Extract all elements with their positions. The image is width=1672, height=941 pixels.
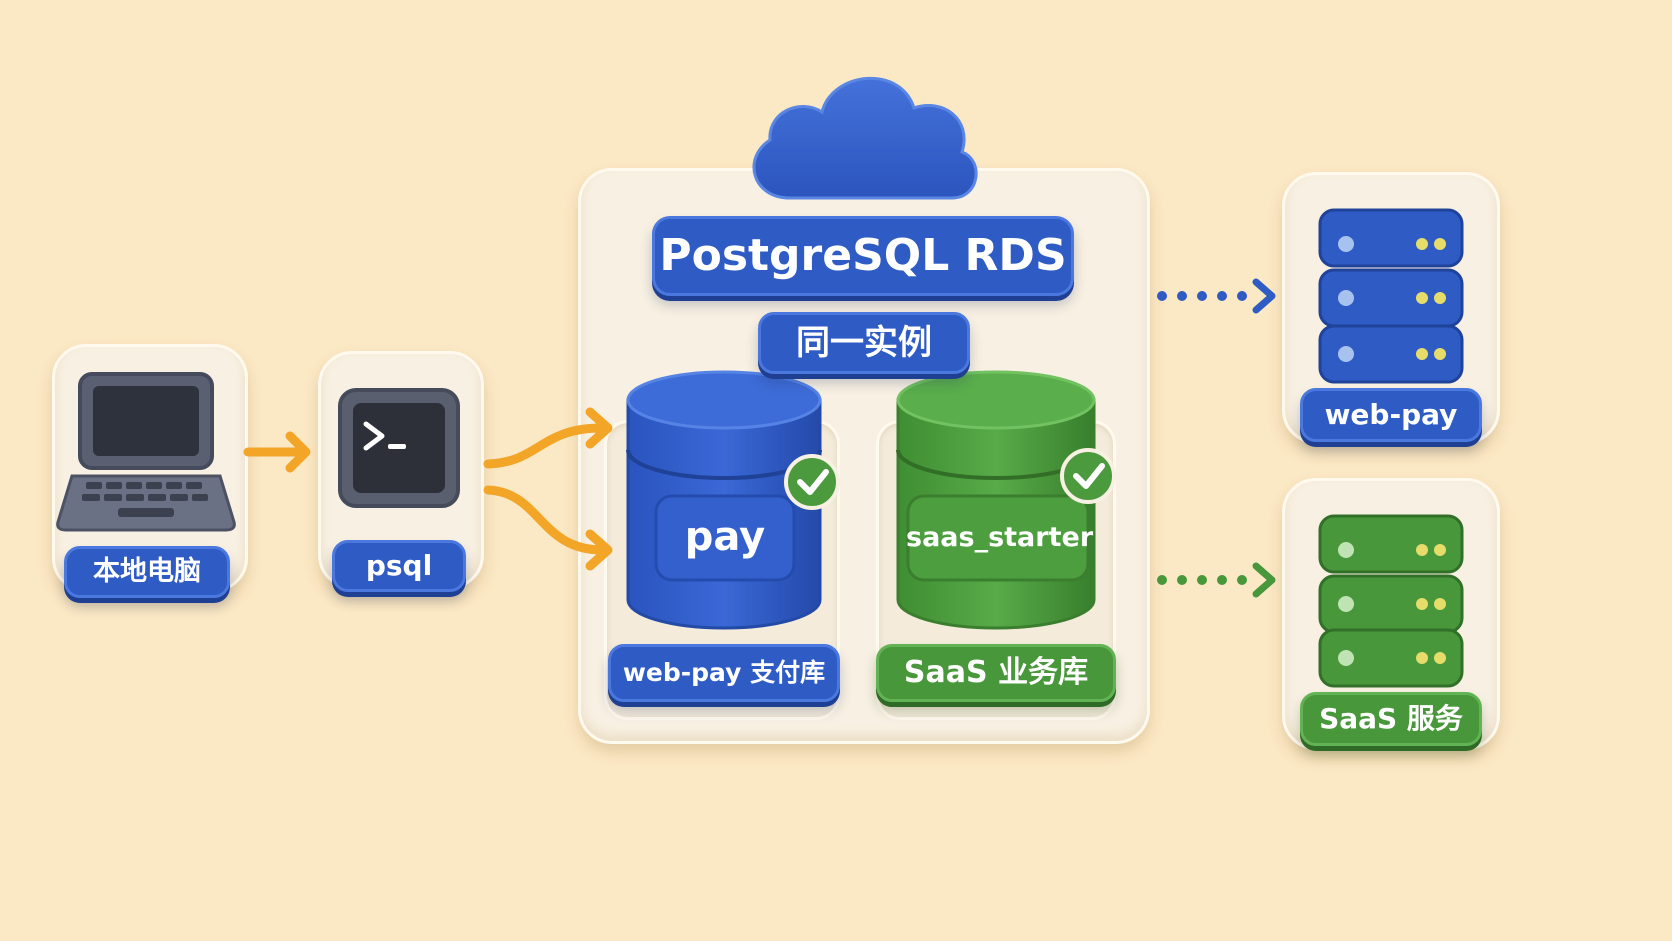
database-icon bbox=[626, 370, 822, 630]
db-pay-label: web-pay 支付库 bbox=[608, 644, 840, 702]
checkmark-icon bbox=[1060, 448, 1116, 504]
psql-label-text: psql bbox=[365, 549, 433, 582]
arrow-icon bbox=[243, 407, 613, 571]
server-saas-label-text: SaaS 服务 bbox=[1319, 702, 1463, 735]
db-saas-name: saas_starter bbox=[906, 522, 1094, 553]
cloud-icon bbox=[752, 76, 978, 200]
rds-subtitle-text: 同一实例 bbox=[796, 323, 932, 363]
db-pay-label-text: web-pay 支付库 bbox=[622, 658, 826, 687]
arrow-icon bbox=[1157, 278, 1276, 598]
server-webpay-label: web-pay bbox=[1300, 388, 1482, 442]
terminal-icon bbox=[338, 388, 460, 508]
rds-title: PostgreSQL RDS bbox=[652, 216, 1074, 296]
db-saas-label-text: SaaS 业务库 bbox=[903, 655, 1089, 690]
server-rack-icon bbox=[1318, 208, 1464, 384]
server-rack-icon bbox=[1318, 514, 1464, 688]
db-pay-name: pay bbox=[684, 514, 766, 560]
rds-subtitle: 同一实例 bbox=[758, 312, 970, 374]
server-saas-label: SaaS 服务 bbox=[1300, 692, 1482, 746]
database-icon bbox=[896, 370, 1096, 630]
server-webpay-label-text: web-pay bbox=[1324, 398, 1458, 431]
laptop-icon bbox=[56, 372, 236, 532]
psql-label: psql bbox=[332, 540, 466, 592]
checkmark-icon bbox=[784, 454, 840, 510]
db-saas-label: SaaS 业务库 bbox=[876, 644, 1116, 702]
laptop-label: 本地电脑 bbox=[64, 546, 230, 598]
rds-title-text: PostgreSQL RDS bbox=[659, 230, 1067, 281]
laptop-label-text: 本地电脑 bbox=[93, 556, 201, 587]
